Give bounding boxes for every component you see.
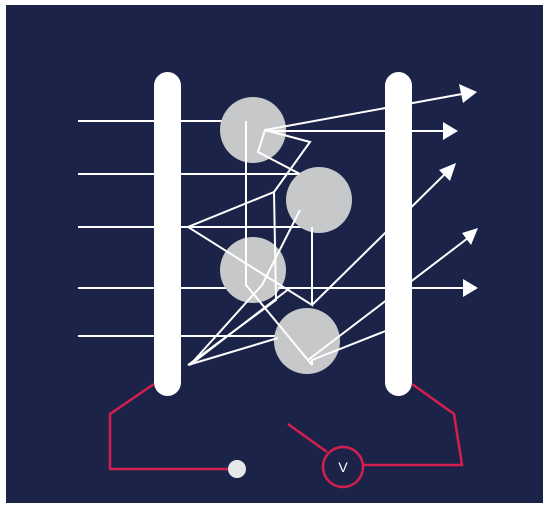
scattered-ray-paths xyxy=(185,121,389,366)
arrowhead-icon xyxy=(443,122,458,140)
scattered-path-4 xyxy=(189,209,301,366)
particle-3 xyxy=(220,237,286,303)
voltmeter-symbol: V xyxy=(338,459,348,475)
outgoing-ray-5 xyxy=(307,237,469,361)
arrowhead-icon xyxy=(459,84,477,103)
switch-lever xyxy=(287,422,328,454)
right-circuit-wire xyxy=(362,382,464,467)
incoming-rays xyxy=(78,120,312,337)
terminal-icon xyxy=(228,460,246,478)
scattered-path-1 xyxy=(245,121,313,366)
particles xyxy=(220,97,352,374)
scattered-path-5 xyxy=(311,329,389,365)
voltmeter-ring xyxy=(321,445,365,489)
left-circuit-wire xyxy=(108,382,228,471)
arrowheads xyxy=(439,84,478,297)
outgoing-ray-1 xyxy=(264,93,463,131)
particle-2 xyxy=(286,167,352,233)
arrowhead-icon xyxy=(439,163,456,181)
voltmeter: V xyxy=(321,445,365,489)
outgoing-rays xyxy=(264,93,469,361)
circuit-wires xyxy=(108,382,464,471)
particle-1 xyxy=(220,97,286,163)
left-electrode-plate xyxy=(154,72,181,396)
particle-4 xyxy=(274,308,340,374)
outgoing-ray-3 xyxy=(311,172,447,306)
arrowhead-icon xyxy=(463,279,478,297)
scattered-path-3 xyxy=(185,191,313,307)
arrowhead-icon xyxy=(462,228,478,245)
right-electrode-plate xyxy=(385,72,412,396)
